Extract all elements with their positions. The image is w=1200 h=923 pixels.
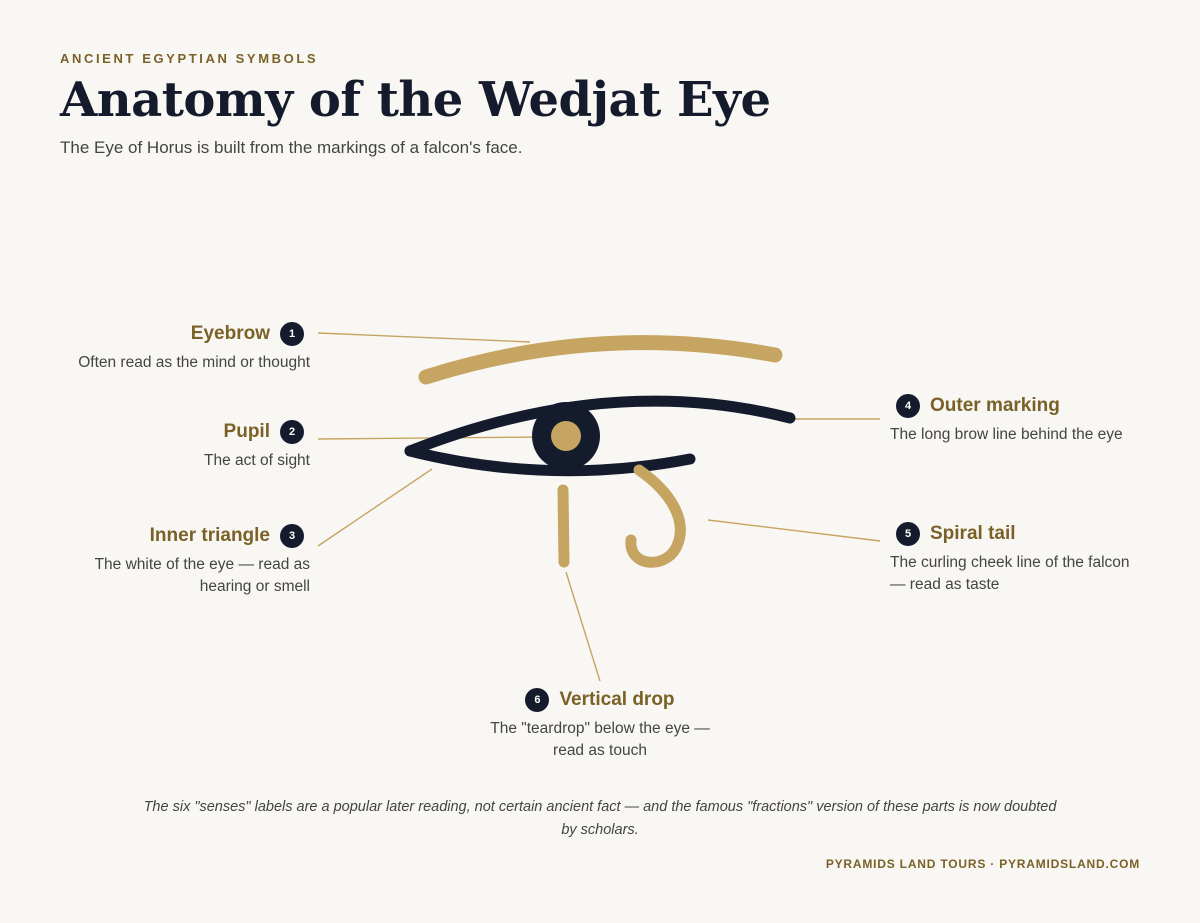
callout-title: Spiral tail: [930, 523, 1016, 544]
callout-description: The "teardrop" below the eye — read as t…: [490, 720, 710, 759]
lower-eyelid-shape: [404, 445, 696, 477]
page-title: Anatomy of the Wedjat Eye: [60, 72, 771, 128]
callout-outer-marking: 4 Outer marking The long brow line behin…: [890, 394, 1166, 446]
kicker: ANCIENT EGYPTIAN SYMBOLS: [60, 51, 319, 66]
callout-title: Vertical drop: [559, 689, 675, 710]
footnote: The six "senses" labels are a popular la…: [143, 799, 1057, 838]
pupil-shape: [551, 421, 581, 451]
page-subtitle: The Eye of Horus is built from the marki…: [60, 138, 523, 157]
number-badge: 1: [280, 322, 304, 346]
upper-eyelid-shape: [404, 395, 796, 457]
callout-eyebrow: Eyebrow 1 Often read as the mind or thou…: [40, 322, 310, 374]
callout-vertical-drop: 6 Vertical drop The "teardrop" below the…: [460, 688, 740, 762]
number-badge: 5: [896, 522, 920, 546]
callout-title: Eyebrow: [190, 323, 270, 344]
callout-description: The curling cheek line of the falcon — r…: [890, 554, 1130, 593]
number-badge: 2: [280, 420, 304, 444]
callout-description: Often read as the mind or thought: [78, 354, 310, 371]
callout-title: Inner triangle: [149, 525, 270, 546]
number-badge: 4: [896, 394, 920, 418]
number-badge: 3: [280, 524, 304, 548]
callout-description: The white of the eye — read as hearing o…: [94, 556, 310, 595]
callout-pupil: Pupil 2 The act of sight: [40, 420, 310, 472]
leader-line-eyebrow: [317, 332, 531, 343]
footer-credit: PYRAMIDS LAND TOURS · PYRAMIDSLAND.COM: [825, 857, 1140, 871]
number-badge: 6: [525, 688, 550, 712]
spiral-tail-shape: [625, 464, 686, 568]
leader-line-vertical-drop: [565, 571, 601, 682]
callout-description: The act of sight: [204, 452, 310, 469]
eyebrow-shape: [418, 335, 783, 385]
vertical-drop-shape: [557, 484, 570, 568]
callout-inner-triangle: Inner triangle 3 The white of the eye — …: [40, 524, 310, 598]
callout-title: Pupil: [223, 421, 270, 442]
leader-line-inner-triangle: [317, 468, 433, 547]
callout-spiral-tail: 5 Spiral tail The curling cheek line of …: [890, 522, 1156, 596]
callout-description: The long brow line behind the eye: [890, 426, 1123, 443]
leader-line-spiral-tail: [707, 519, 881, 542]
callout-title: Outer marking: [930, 395, 1060, 416]
